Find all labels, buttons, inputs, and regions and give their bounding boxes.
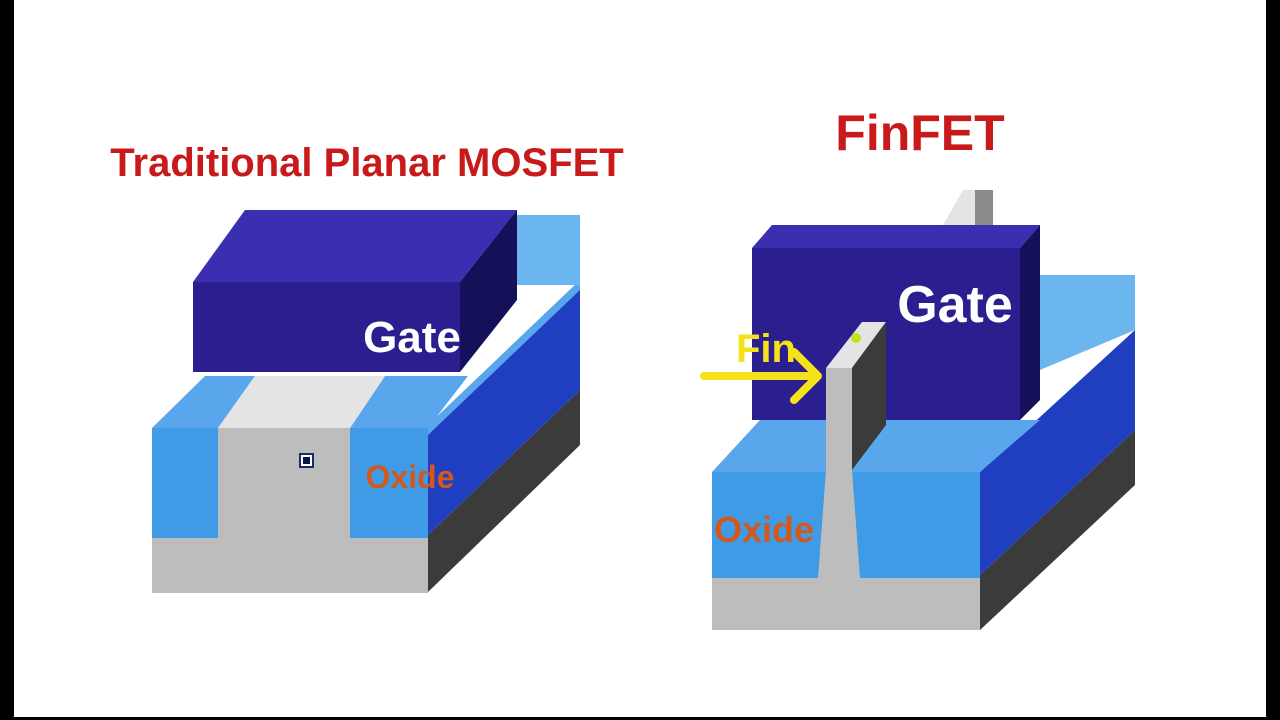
planar-oxide-top-left [152, 376, 255, 428]
finfet-gate-top [752, 225, 1040, 248]
finfet-oxide-label: Oxide [714, 509, 814, 550]
finfet-title: FinFET [835, 105, 1004, 161]
finfet-fin-top [826, 322, 886, 368]
finfet-oxide-side [980, 330, 1135, 575]
finfet-fin-label: Fin [736, 327, 796, 371]
finfet-fin-front [826, 368, 852, 470]
planar-title: Traditional Planar MOSFET [110, 141, 623, 185]
planar-gate-front [193, 282, 460, 372]
finfet-silicon-body [712, 578, 980, 630]
planar-gate-top [193, 210, 517, 282]
planar-oxide-front-right [350, 428, 428, 538]
planar-substrate-side [428, 390, 580, 592]
planar-oxide-side [428, 285, 580, 535]
finfet-fin-side [852, 322, 886, 470]
finfet-oxide-top-back [1040, 275, 1135, 370]
planar-oxide-front-left [152, 428, 218, 538]
planar-mosfet-diagram [152, 210, 580, 593]
planar-silicon-side-band [428, 280, 580, 435]
finfet-gate-label: Gate [897, 276, 1013, 334]
cursor-marker-core [303, 457, 310, 464]
planar-gate-label: Gate [363, 313, 461, 362]
finfet-gate-side [1020, 225, 1040, 420]
planar-oxide-top-right [350, 376, 468, 428]
finfet-substrate-side [980, 430, 1135, 630]
finfet-fin-marker [851, 333, 861, 343]
finfet-fin-back-side [975, 190, 993, 225]
finfet-diagram [700, 190, 1135, 630]
finfet-oxide-top-front [712, 420, 1040, 472]
planar-gate-side [460, 210, 517, 372]
fin-arrow-icon [700, 348, 822, 404]
planar-oxide-top-back [500, 215, 580, 285]
finfet-fin-base [818, 470, 860, 578]
planar-oxide-label: Oxide [366, 459, 455, 495]
planar-channel-top [218, 376, 385, 428]
